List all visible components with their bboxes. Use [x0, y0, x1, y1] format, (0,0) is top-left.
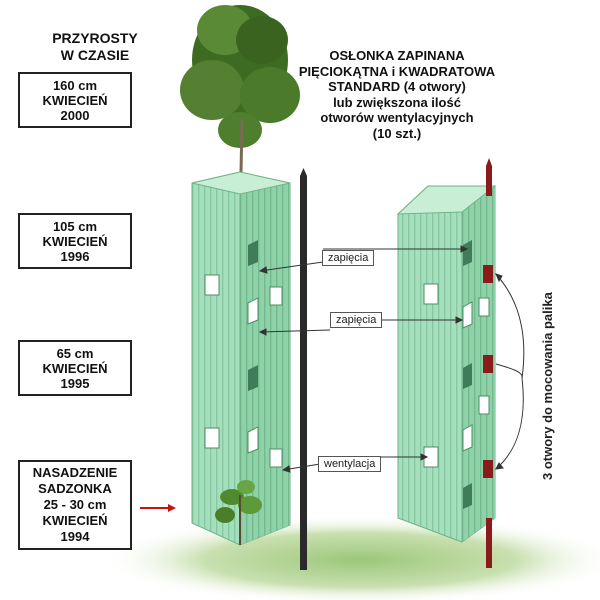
growth-heading: PRZYROSTY W CZASIE — [40, 30, 150, 64]
growth-box-2000: 160 cm KWIECIEŃ 2000 — [18, 72, 132, 128]
square-shelter — [396, 185, 497, 543]
planting-line-4: 1994 — [60, 529, 90, 544]
title-line-2: PIĘCIOKĄTNA i KWADRATOWA — [298, 63, 496, 79]
growth-month: KWIECIEŃ — [42, 233, 108, 249]
planting-title: NASADZENIE — [32, 465, 118, 480]
seedling — [215, 480, 262, 545]
grass-ground — [100, 515, 600, 600]
heading-line-2: W CZASIE — [60, 47, 130, 63]
planting-line-3: KWIECIEŃ — [42, 513, 108, 528]
title-line-3: STANDARD (4 otwory) — [328, 79, 466, 94]
stake — [300, 168, 307, 570]
heading-line-1: PRZYROSTY — [52, 30, 138, 46]
planting-line-2: 25 - 30 cm — [43, 497, 107, 512]
title-line-1: OSŁONKA ZAPINANA — [329, 48, 465, 63]
planting-box: NASADZENIE SADZONKA 25 - 30 cm KWIECIEŃ … — [18, 460, 132, 550]
growth-height: 105 cm — [52, 218, 98, 234]
callout-vent: wentylacja — [318, 456, 382, 472]
pentagonal-shelter — [191, 171, 291, 546]
planting-red-arrow — [140, 504, 176, 512]
side-note-stake-holes: 3 otwory do mocowania palika — [540, 292, 555, 480]
growth-height: 65 cm — [56, 345, 94, 361]
callout-clip-mid: zapięcia — [330, 312, 383, 328]
callout-clip-top: zapięcia — [322, 250, 375, 266]
growth-month: KWIECIEŃ — [42, 360, 108, 376]
growth-box-1996: 105 cm KWIECIEŃ 1996 — [18, 213, 132, 269]
growth-height: 160 cm — [52, 77, 98, 93]
growth-year: 1995 — [60, 375, 90, 391]
title-line-6: (10 szt.) — [372, 125, 422, 141]
right-stake — [486, 158, 492, 568]
growth-year: 2000 — [60, 107, 90, 123]
growth-year: 1996 — [60, 248, 90, 264]
title-line-4: lub zwiększona ilość — [333, 94, 461, 110]
product-title: OSŁONKA ZAPINANA PIĘCIOKĄTNA i KWADRATOW… — [292, 48, 502, 141]
growth-month: KWIECIEŃ — [42, 92, 108, 108]
planting-line-1: SADZONKA — [38, 481, 112, 496]
growth-box-1995: 65 cm KWIECIEŃ 1995 — [18, 340, 132, 396]
title-line-5: otworów wentylacyjnych — [320, 110, 474, 125]
